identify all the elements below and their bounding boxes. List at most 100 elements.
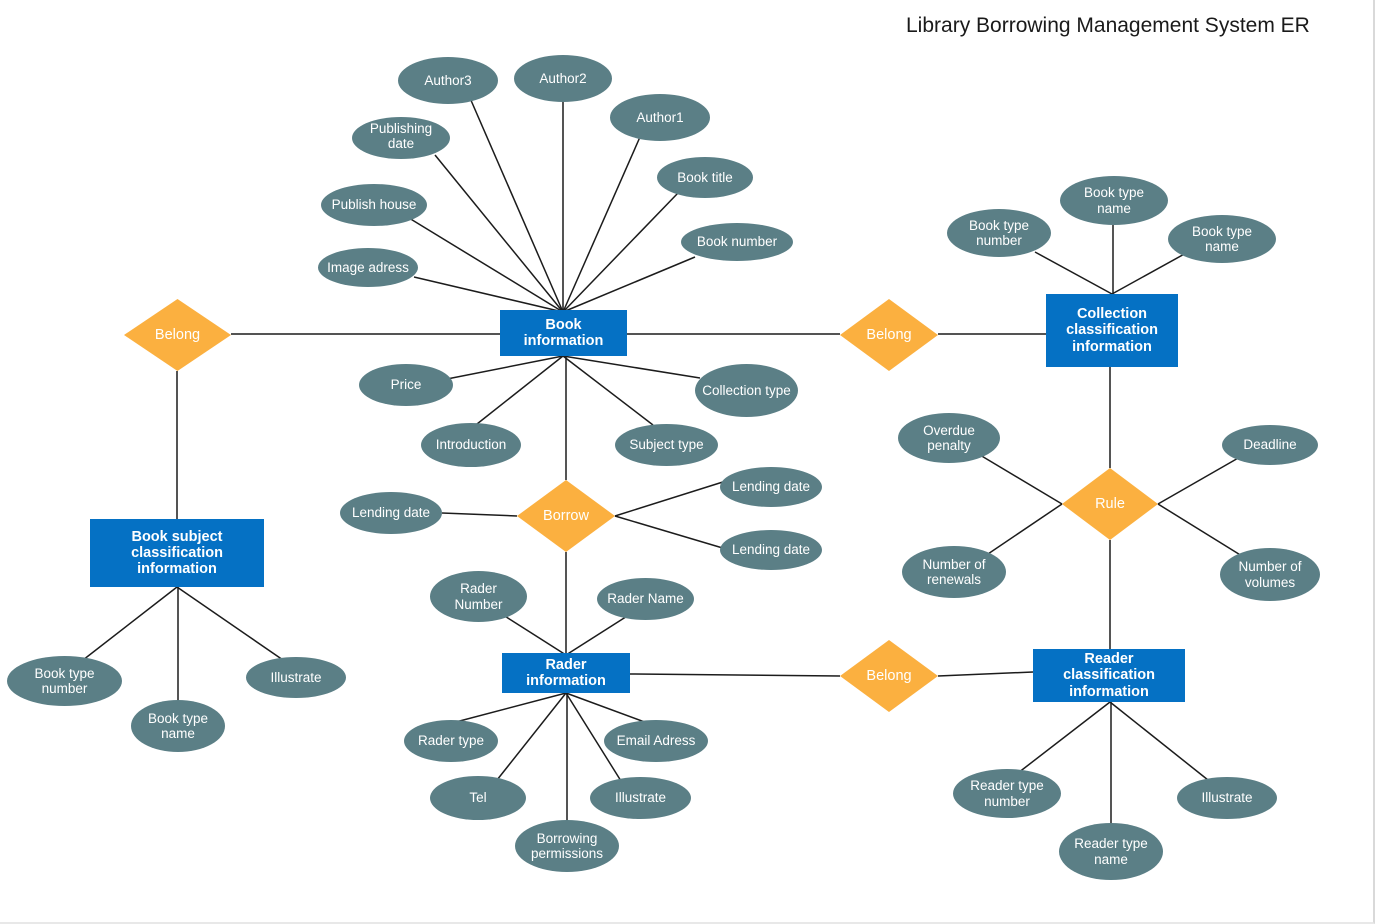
attribute-bsc_book_type_number[interactable]: Book type number [7, 656, 122, 706]
attribute-author2[interactable]: Author2 [514, 55, 612, 102]
attribute-tel[interactable]: Tel [430, 776, 526, 820]
edge-overdue_penalty-to-rule [979, 454, 1063, 505]
attribute-cc_book_type_number[interactable]: Book type number [947, 209, 1051, 257]
attribute-rc_illustrate[interactable]: Illustrate [1177, 777, 1277, 819]
attribute-label: Email Adress [616, 733, 696, 749]
attribute-label: Introduction [435, 437, 507, 453]
attribute-bsc_book_type_name[interactable]: Book type name [131, 700, 225, 752]
edge-book_title-to-book_information [562, 192, 679, 313]
attribute-collection_type[interactable]: Collection type [695, 364, 798, 417]
edge-author3-to-book_information [469, 97, 564, 313]
attribute-label: Price [390, 377, 422, 393]
entity-collection_class[interactable]: Collection classification information [1046, 294, 1178, 367]
edge-rule-to-number_of_volumes [1157, 503, 1243, 557]
attribute-number_of_volumes[interactable]: Number of volumes [1220, 548, 1320, 601]
attribute-label: Number of renewals [922, 556, 986, 587]
attribute-subject_type[interactable]: Subject type [615, 424, 718, 466]
attribute-borrow_lending_left[interactable]: Lending date [340, 492, 442, 534]
attribute-label: Author1 [636, 109, 684, 125]
attribute-rader_name[interactable]: Rader Name [597, 578, 694, 620]
edge-rader_information-to-rader_type [451, 692, 567, 724]
attribute-borrowing_permissions[interactable]: Borrowing permissions [515, 820, 619, 872]
attribute-label: Subject type [629, 437, 704, 453]
edge-price-to-book_information [446, 355, 564, 380]
edge-subject_type-to-book_information [562, 355, 654, 426]
attribute-label: Number of volumes [1238, 559, 1302, 590]
attribute-cc_book_type_name2[interactable]: Book type name [1168, 215, 1276, 263]
attribute-label: Publish house [331, 197, 417, 213]
attribute-bsc_illustrate[interactable]: Illustrate [246, 657, 346, 698]
attribute-publishing_date[interactable]: Publishing date [352, 117, 450, 159]
edge-publish_house-to-book_information [408, 217, 564, 313]
edge-introduction-to-book_information [476, 355, 564, 425]
attribute-label: Image adress [327, 259, 409, 275]
attribute-publish_house[interactable]: Publish house [321, 184, 427, 226]
edge-rader_information-to-belong_bottom [629, 673, 841, 677]
relationship-label: Belong [866, 326, 912, 343]
relationship-belong_bottom[interactable]: Belong [840, 640, 938, 712]
attribute-reader_type_number[interactable]: Reader type number [953, 769, 1061, 818]
attribute-label: Publishing date [369, 121, 433, 152]
attribute-cc_book_type_name1[interactable]: Book type name [1060, 176, 1168, 225]
edge-reader_class-to-reader_type_number [1017, 701, 1111, 774]
attribute-author3[interactable]: Author3 [398, 57, 498, 104]
entity-reader_class[interactable]: Reader classification information [1033, 649, 1185, 702]
attribute-label: Illustrate [1201, 790, 1253, 806]
edge-belong_bottom-to-reader_class [937, 671, 1034, 677]
edge-rader_information-to-email_adress [565, 692, 651, 725]
entity-book_information[interactable]: Book information [500, 310, 627, 356]
attribute-label: Author3 [424, 72, 472, 88]
attribute-label: Rader Number [454, 581, 503, 612]
attribute-label: Lending date [351, 505, 431, 521]
relationship-borrow[interactable]: Borrow [517, 480, 615, 552]
entity-label: Book information [523, 316, 604, 349]
attribute-overdue_penalty[interactable]: Overdue penalty [898, 413, 1000, 463]
edge-rule-to-deadline [1157, 456, 1241, 505]
relationship-belong_left[interactable]: Belong [124, 299, 231, 371]
attribute-label: Book type number [34, 665, 95, 696]
attribute-label: Rader Name [607, 591, 684, 607]
relationship-label: Rule [1095, 495, 1125, 512]
edge-book_subject_class-to-bsc_book_type_number [82, 586, 178, 661]
attribute-label: Reader type number [970, 778, 1044, 809]
relationship-label: Borrow [543, 507, 589, 524]
attribute-email_adress[interactable]: Email Adress [604, 720, 708, 762]
attribute-price[interactable]: Price [359, 364, 453, 406]
entity-rader_information[interactable]: Rader information [502, 653, 630, 693]
edge-cc_book_type_number-to-collection_class [1034, 251, 1113, 295]
relationship-label: Belong [154, 326, 201, 343]
attribute-illustrate_rader[interactable]: Illustrate [590, 777, 691, 819]
relationship-rule[interactable]: Rule [1062, 468, 1158, 540]
attribute-book_number[interactable]: Book number [681, 223, 793, 261]
entity-label: Collection classification information [1066, 306, 1158, 355]
attribute-label: Tel [469, 790, 487, 806]
attribute-label: Book number [696, 234, 778, 250]
entity-book_subject_class[interactable]: Book subject classification information [90, 519, 264, 587]
relationship-label: Belong [866, 667, 912, 684]
attribute-book_title[interactable]: Book title [657, 157, 753, 198]
attribute-reader_type_name[interactable]: Reader type name [1059, 823, 1163, 880]
attribute-rader_type[interactable]: Rader type [404, 720, 498, 762]
attribute-label: Lending date [731, 542, 811, 558]
edge-author1-to-book_information [562, 136, 641, 313]
edge-collection_type-to-book_information [562, 355, 701, 379]
attribute-image_adress[interactable]: Image adress [318, 248, 418, 287]
attribute-label: Book type number [968, 217, 1030, 248]
attribute-rader_number[interactable]: Rader Number [430, 571, 527, 622]
attribute-label: Reader type name [1074, 836, 1148, 867]
edge-reader_class-to-rc_illustrate [1109, 701, 1209, 781]
attribute-introduction[interactable]: Introduction [421, 423, 521, 467]
attribute-borrow_lending_r1[interactable]: Lending date [720, 467, 822, 507]
attribute-number_of_renewals[interactable]: Number of renewals [902, 546, 1006, 598]
attribute-label: Illustrate [614, 790, 667, 806]
attribute-label: Book type name [147, 710, 209, 741]
relationship-belong_top[interactable]: Belong [840, 299, 938, 371]
attribute-label: Book type name [1083, 185, 1145, 216]
attribute-borrow_lending_r2[interactable]: Lending date [720, 530, 822, 570]
entity-label: Rader information [526, 656, 606, 689]
attribute-deadline[interactable]: Deadline [1222, 425, 1318, 465]
edge-book_subject_class-to-bsc_illustrate [176, 586, 284, 661]
attribute-author1[interactable]: Author1 [610, 94, 710, 141]
edge-publishing_date-to-book_information [434, 154, 564, 313]
